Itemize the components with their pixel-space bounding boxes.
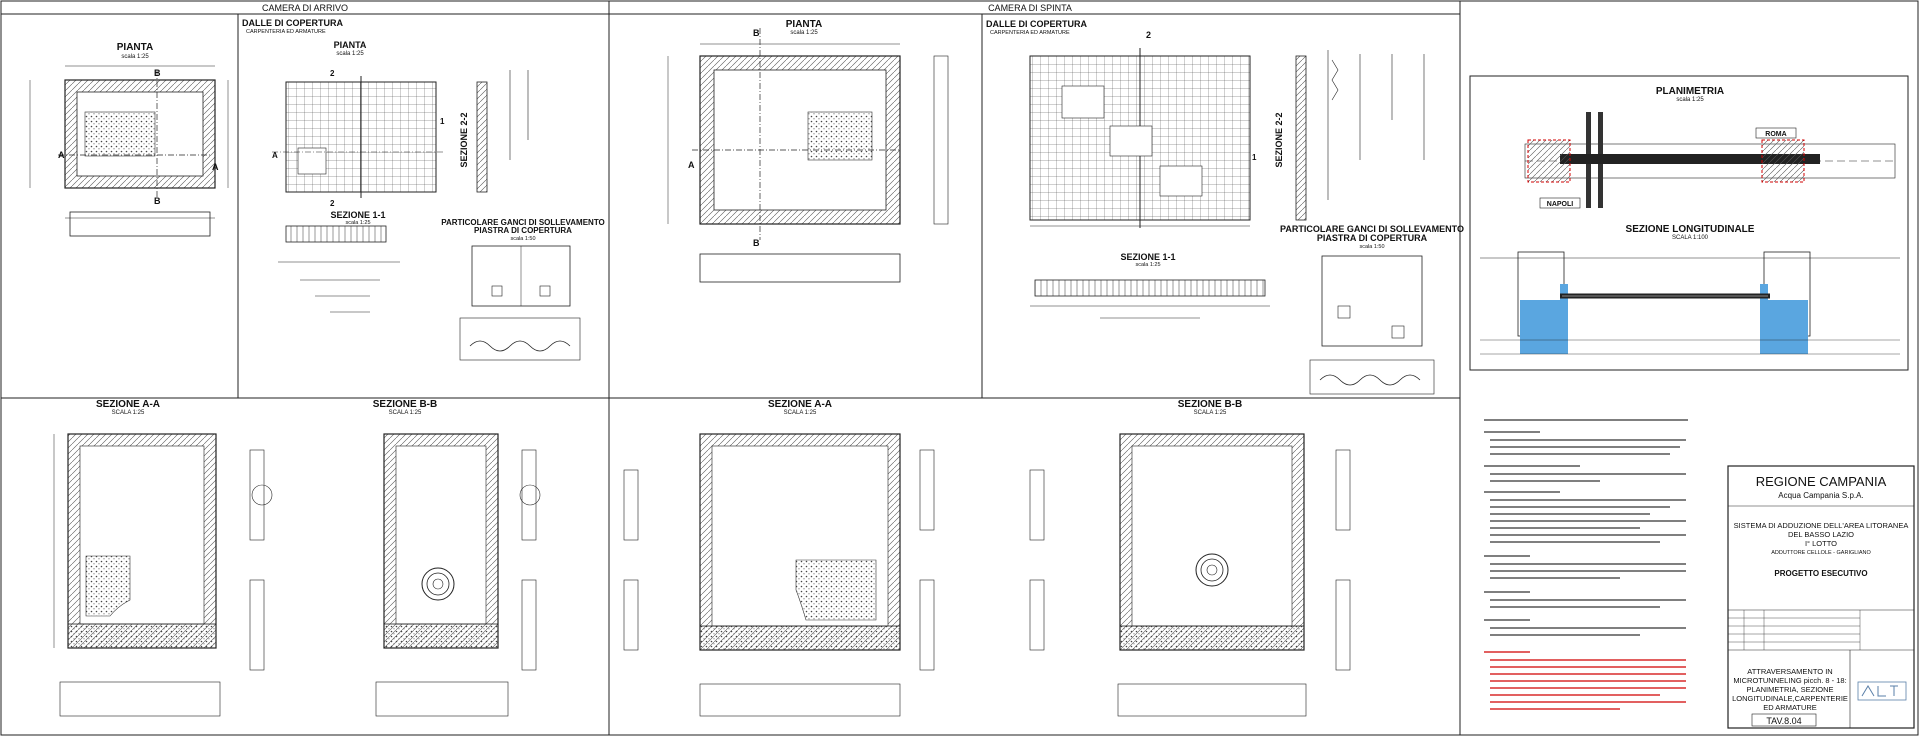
spinta-pianta-scale: scala 1:25 bbox=[790, 30, 818, 36]
sezione-long-scale: SCALA 1:100 bbox=[1672, 235, 1709, 241]
planimetria-panel: PLANIMETRIA scala 1:25 NAPOLI ROMA SEZIO… bbox=[1469, 75, 1909, 371]
arrivo-sez-bb-side bbox=[519, 449, 541, 671]
arrivo-dalle-sub: CARPENTERIA ED ARMATURE bbox=[246, 29, 326, 35]
header-camera-arrivo: CAMERA DI ARRIVO bbox=[262, 3, 348, 13]
dalle-cut-1: 1 bbox=[440, 117, 445, 126]
spinta-cut-b-top: B bbox=[753, 28, 760, 38]
planimetria-scale: scala 1:25 bbox=[1676, 97, 1704, 103]
arrivo-part-title-2: PIASTRA DI COPERTURA bbox=[474, 226, 572, 235]
spinta-sezione-bb: SEZIONE B-B SCALA 1:25 bbox=[1117, 399, 1307, 717]
arrivo-cut-a-right: A bbox=[212, 162, 219, 172]
spinta-sez-aa-side bbox=[623, 449, 935, 671]
spinta-pianta: PIANTA scala 1:25 A B B bbox=[667, 19, 949, 283]
arrivo-pianta: PIANTA scala 1:25 A A B B bbox=[29, 42, 229, 237]
arrivo-sez-aa-title: SEZIONE A-A bbox=[96, 399, 160, 410]
spinta-part-scale: scala 1:50 bbox=[1359, 244, 1384, 250]
spinta-part-title-2: PIASTRA DI COPERTURA bbox=[1317, 233, 1428, 243]
tb-company: Acqua Campania S.p.A. bbox=[1778, 491, 1863, 500]
arrivo-part-scale: scala 1:50 bbox=[510, 236, 535, 242]
spinta-sez-bb-scale: SCALA 1:25 bbox=[1194, 410, 1227, 416]
arrivo-cut-b-top: B bbox=[154, 68, 161, 78]
spinta-sez-aa-title: SEZIONE A-A bbox=[768, 399, 832, 410]
arrivo-sezione-11-scale: scala 1:25 bbox=[345, 220, 370, 226]
spinta-particolare: PARTICOLARE GANCI DI SOLLEVAMENTO PIASTR… bbox=[1280, 224, 1464, 395]
planimetria-napoli: NAPOLI bbox=[1547, 201, 1574, 208]
tb-desc-5: ED ARMATURE bbox=[1763, 703, 1817, 712]
arrivo-sezione-bb: SEZIONE B-B SCALA 1:25 bbox=[373, 399, 509, 717]
dalle-cut-a-left: A bbox=[272, 151, 278, 160]
arrivo-dalle-pianta-scale: scala 1:25 bbox=[336, 51, 364, 57]
arrivo-cut-b-bottom: B bbox=[154, 196, 161, 206]
title-block: REGIONE CAMPANIA Acqua Campania S.p.A. S… bbox=[1727, 465, 1915, 729]
arrivo-sez-bb-title: SEZIONE B-B bbox=[373, 399, 437, 410]
arrivo-sezione-11-title: SEZIONE 1-1 bbox=[330, 210, 385, 220]
spinta-dalle-title: DALLE DI COPERTURA bbox=[986, 19, 1088, 29]
spinta-sez-bb-side bbox=[1029, 449, 1351, 671]
tb-lotto: I° LOTTO bbox=[1805, 539, 1837, 548]
planimetria-roma: ROMA bbox=[1765, 131, 1786, 138]
tb-progetto: PROGETTO ESECUTIVO bbox=[1774, 569, 1867, 578]
arrivo-pianta-scale: scala 1:25 bbox=[121, 54, 149, 60]
dalle-cut-2-bottom: 2 bbox=[330, 199, 335, 208]
spinta-sezione-11-title: SEZIONE 1-1 bbox=[1120, 252, 1175, 262]
spinta-part-title-1: PARTICOLARE GANCI DI SOLLEVAMENTO bbox=[1280, 224, 1464, 234]
spinta-dalle: DALLE DI COPERTURA CARPENTERIA ED ARMATU… bbox=[986, 19, 1425, 319]
spinta-sez-bb-title: SEZIONE B-B bbox=[1178, 399, 1242, 410]
dalle-cut-2-top: 2 bbox=[330, 69, 335, 78]
header-camera-spinta: CAMERA DI SPINTA bbox=[988, 3, 1072, 13]
arrivo-dalle-title: DALLE DI COPERTURA bbox=[242, 18, 344, 28]
tb-region: REGIONE CAMPANIA bbox=[1756, 474, 1887, 489]
arrivo-sez-bb-scale: SCALA 1:25 bbox=[389, 410, 422, 416]
spinta-dalle-sub: CARPENTERIA ED ARMATURE bbox=[990, 30, 1070, 36]
notes-block bbox=[1479, 411, 1693, 723]
spinta-cut-b-bottom: B bbox=[753, 238, 760, 248]
tb-system-2: DEL BASSO LAZIO bbox=[1788, 530, 1854, 539]
tb-adduttore: ADDUTTORE CELLOLE - GARIGLIANO bbox=[1771, 550, 1871, 556]
spinta-sezione-22-title: SEZIONE 2-2 bbox=[1274, 112, 1284, 167]
arrivo-dalle-pianta-title: PIANTA bbox=[334, 40, 367, 50]
arrivo-sez-aa-side bbox=[249, 449, 273, 671]
spinta-dalle-cut-1: 1 bbox=[1252, 153, 1257, 162]
arrivo-sez-aa-scale: SCALA 1:25 bbox=[112, 410, 145, 416]
spinta-cut-a: A bbox=[688, 160, 695, 170]
arrivo-part-title-1: PARTICOLARE GANCI DI SOLLEVAMENTO bbox=[441, 218, 605, 227]
tb-desc-3: PLANIMETRIA, SEZIONE bbox=[1746, 685, 1833, 694]
spinta-pianta-title: PIANTA bbox=[786, 19, 822, 30]
arrivo-sezione-aa: SEZIONE A-A SCALA 1:25 bbox=[53, 399, 221, 717]
arrivo-particolare: PARTICOLARE GANCI DI SOLLEVAMENTO PIASTR… bbox=[441, 218, 605, 361]
tb-desc-2: MICROTUNNELING picch. 8 - 18: bbox=[1733, 676, 1846, 685]
tb-tav: TAV.8.04 bbox=[1766, 716, 1801, 726]
planimetria-title: PLANIMETRIA bbox=[1656, 86, 1724, 97]
company-logo-icon bbox=[1857, 681, 1907, 701]
spinta-sezione-aa: SEZIONE A-A SCALA 1:25 bbox=[699, 399, 901, 717]
arrivo-dalle: DALLE DI COPERTURA CARPENTERIA ED ARMATU… bbox=[242, 18, 529, 313]
sezione-long-title: SEZIONE LONGITUDINALE bbox=[1626, 224, 1755, 235]
arrivo-sezione-22-title: SEZIONE 2-2 bbox=[459, 112, 469, 167]
tb-system-1: SISTEMA DI ADDUZIONE DELL'AREA LITORANEA bbox=[1734, 521, 1909, 530]
tb-desc-4: LONGITUDINALE,CARPENTERIE bbox=[1732, 694, 1848, 703]
spinta-dalle-cut-2: 2 bbox=[1146, 30, 1151, 40]
tb-desc-1: ATTRAVERSAMENTO IN bbox=[1747, 667, 1832, 676]
spinta-sez-aa-scale: SCALA 1:25 bbox=[784, 410, 817, 416]
arrivo-cut-a-left: A bbox=[58, 150, 65, 160]
spinta-sezione-11-scale: scala 1:25 bbox=[1135, 262, 1160, 268]
arrivo-pianta-title: PIANTA bbox=[117, 42, 153, 53]
